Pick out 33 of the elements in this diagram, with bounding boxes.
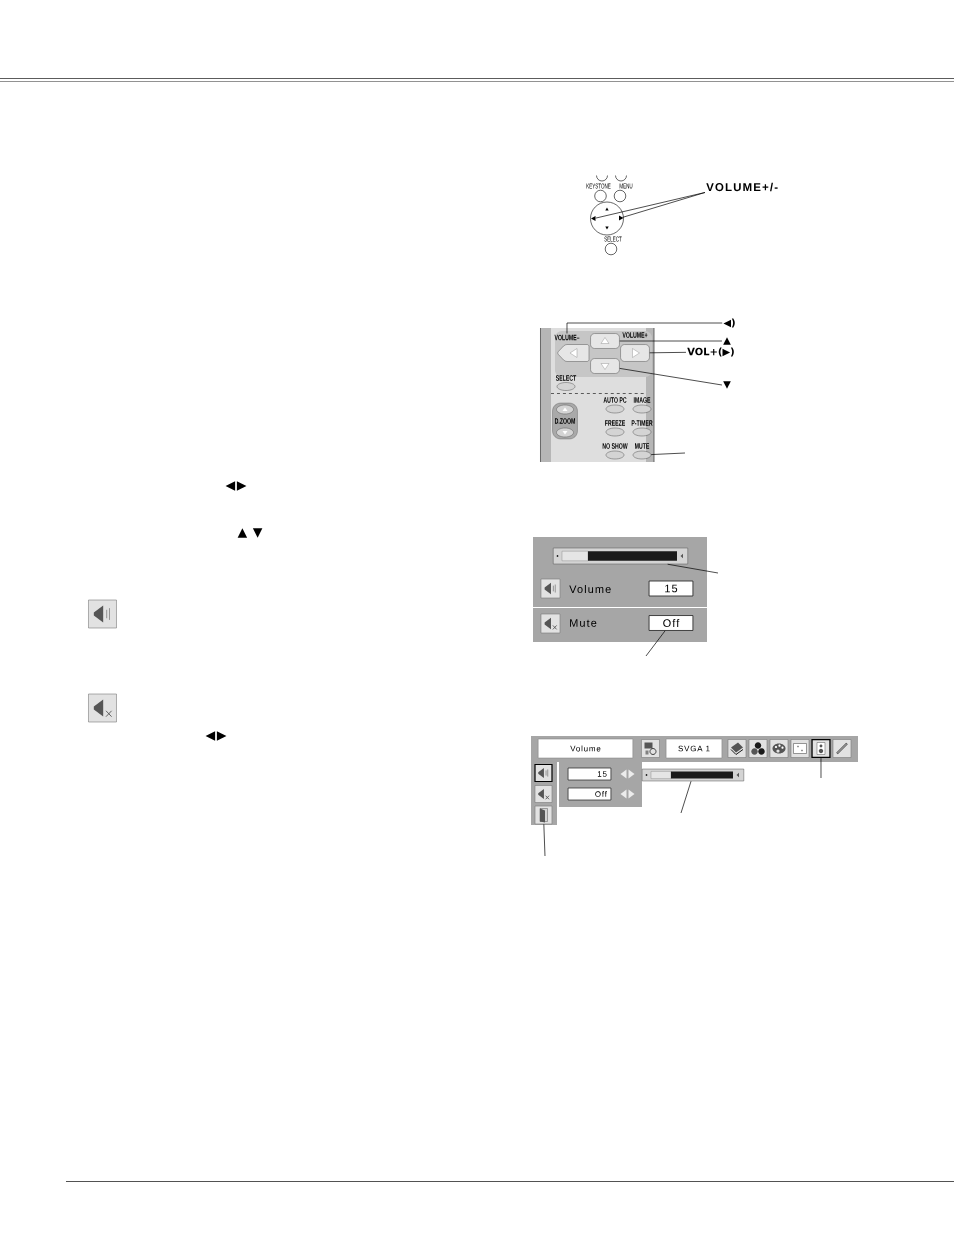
arrow-mark — [591, 215, 596, 222]
leader-line — [667, 563, 719, 574]
arrow-symbols: ▲ ▼ — [237, 528, 263, 538]
arrow-key — [620, 344, 650, 362]
arrow-symbols: ◀▶ — [205, 731, 227, 741]
door-icon — [534, 805, 553, 825]
arrow-key — [590, 333, 620, 349]
leader-line — [680, 780, 692, 814]
menu-item-label: Volume — [569, 585, 611, 594]
callout-label: VOLUME+/- — [706, 182, 778, 192]
leader-line — [595, 192, 706, 219]
value-field: Off — [648, 615, 694, 631]
leader-line — [543, 823, 546, 857]
menu-item-label: Mute — [570, 619, 597, 627]
leader-line — [619, 340, 723, 342]
callout-label: ▲ — [723, 337, 731, 345]
arrow-key — [590, 358, 620, 374]
leader-line — [820, 757, 822, 779]
leader-line — [649, 352, 687, 354]
leader-line — [650, 452, 686, 455]
callout-label: ▼ — [723, 381, 731, 389]
value-field: 15 — [648, 580, 694, 597]
leader-line — [619, 368, 723, 386]
leader-line — [622, 192, 706, 218]
callout-label: ◀) — [723, 318, 735, 328]
callout-label: VOL+(▶) — [687, 347, 734, 357]
volume-slider — [641, 768, 745, 782]
leader-line — [645, 630, 666, 657]
arrow-mark — [619, 215, 624, 221]
speaker-icon — [811, 738, 831, 759]
leader-line — [566, 322, 723, 334]
arrow-symbols: ◀▶ — [225, 481, 247, 491]
volume-slider — [553, 547, 688, 565]
